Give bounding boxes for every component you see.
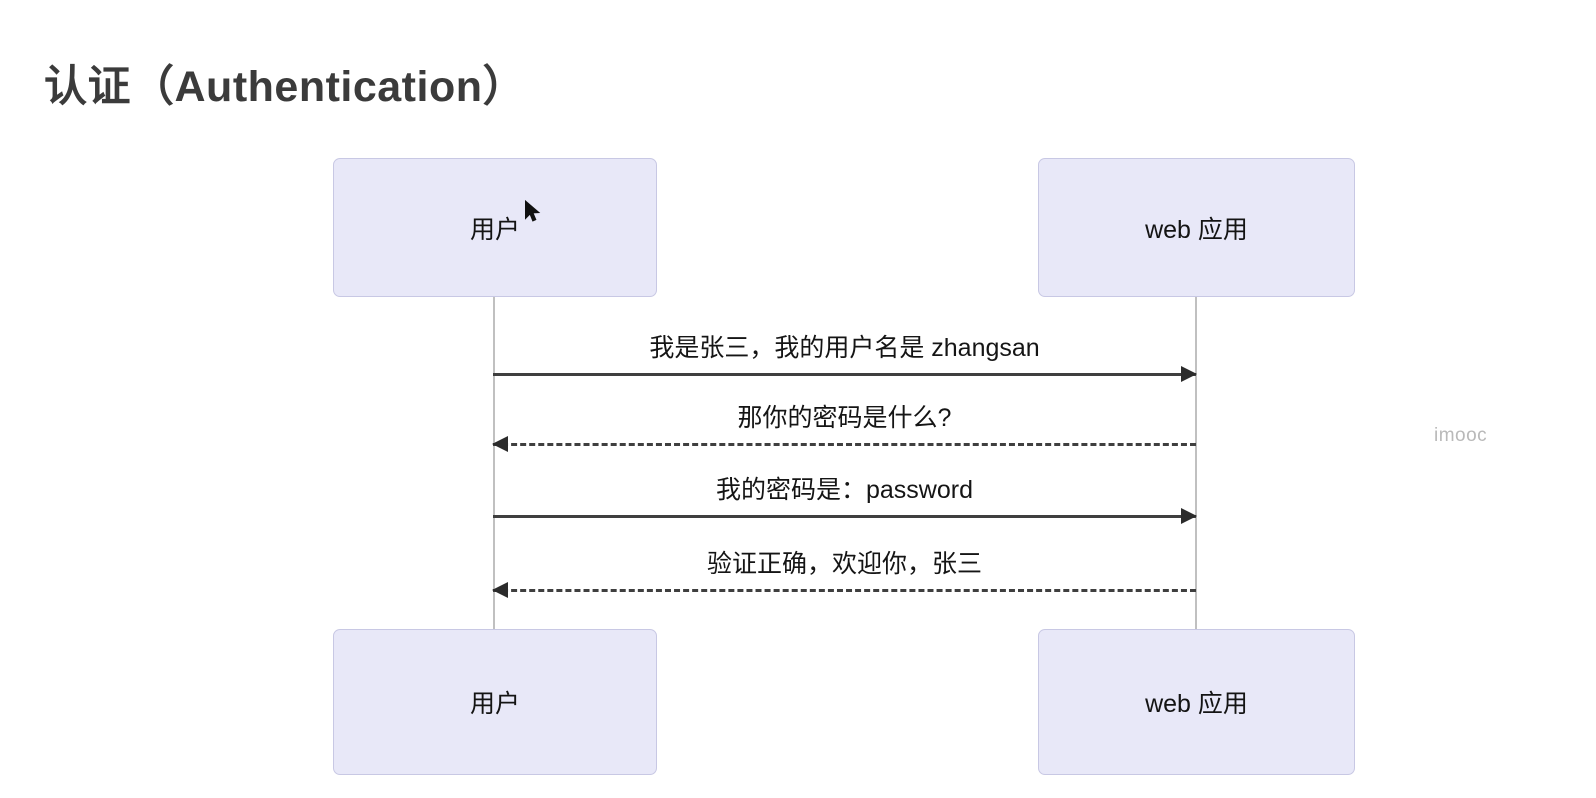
arrowhead-left-icon-1 xyxy=(492,436,508,452)
message-label-0: 我是张三，我的用户名是 zhangsan xyxy=(649,334,1040,362)
participant-box-web-top[interactable]: web 应用 xyxy=(1038,158,1355,297)
participant-label-web-bottom: web 应用 xyxy=(1145,690,1248,718)
message-label-3: 验证正确，欢迎你，张三 xyxy=(706,550,982,578)
participant-box-user-top[interactable]: 用户 xyxy=(333,158,657,297)
message-line-1 xyxy=(493,443,1196,446)
message-line-0 xyxy=(493,373,1196,376)
lifeline-user xyxy=(493,297,495,629)
participant-label-web-top: web 应用 xyxy=(1145,215,1248,244)
message-arrow-2: 我的密码是：password xyxy=(493,476,1197,524)
watermark-imooc: imooc xyxy=(1434,425,1488,446)
message-arrow-3: 验证正确，欢迎你，张三 xyxy=(492,550,1196,598)
arrowhead-right-icon-0 xyxy=(1181,366,1197,382)
message-label-2: 我的密码是：password xyxy=(716,476,973,504)
participant-label-user-top: 用户 xyxy=(469,215,520,244)
arrowhead-right-icon-2 xyxy=(1181,508,1197,524)
page-title: 认证（Authentication） xyxy=(44,63,526,111)
message-line-2 xyxy=(493,515,1196,518)
participant-label-user-bottom: 用户 xyxy=(469,690,520,718)
participant-box-user-bottom[interactable]: 用户 xyxy=(333,629,657,775)
message-label-1: 那你的密码是什么? xyxy=(737,404,952,432)
message-arrow-0: 我是张三，我的用户名是 zhangsan xyxy=(493,334,1197,382)
participant-box-web-bottom[interactable]: web 应用 xyxy=(1038,629,1355,775)
message-line-3 xyxy=(493,589,1196,592)
lifeline-web xyxy=(1195,297,1197,629)
message-arrow-1: 那你的密码是什么? xyxy=(492,404,1196,452)
arrowhead-left-icon-3 xyxy=(492,582,508,598)
